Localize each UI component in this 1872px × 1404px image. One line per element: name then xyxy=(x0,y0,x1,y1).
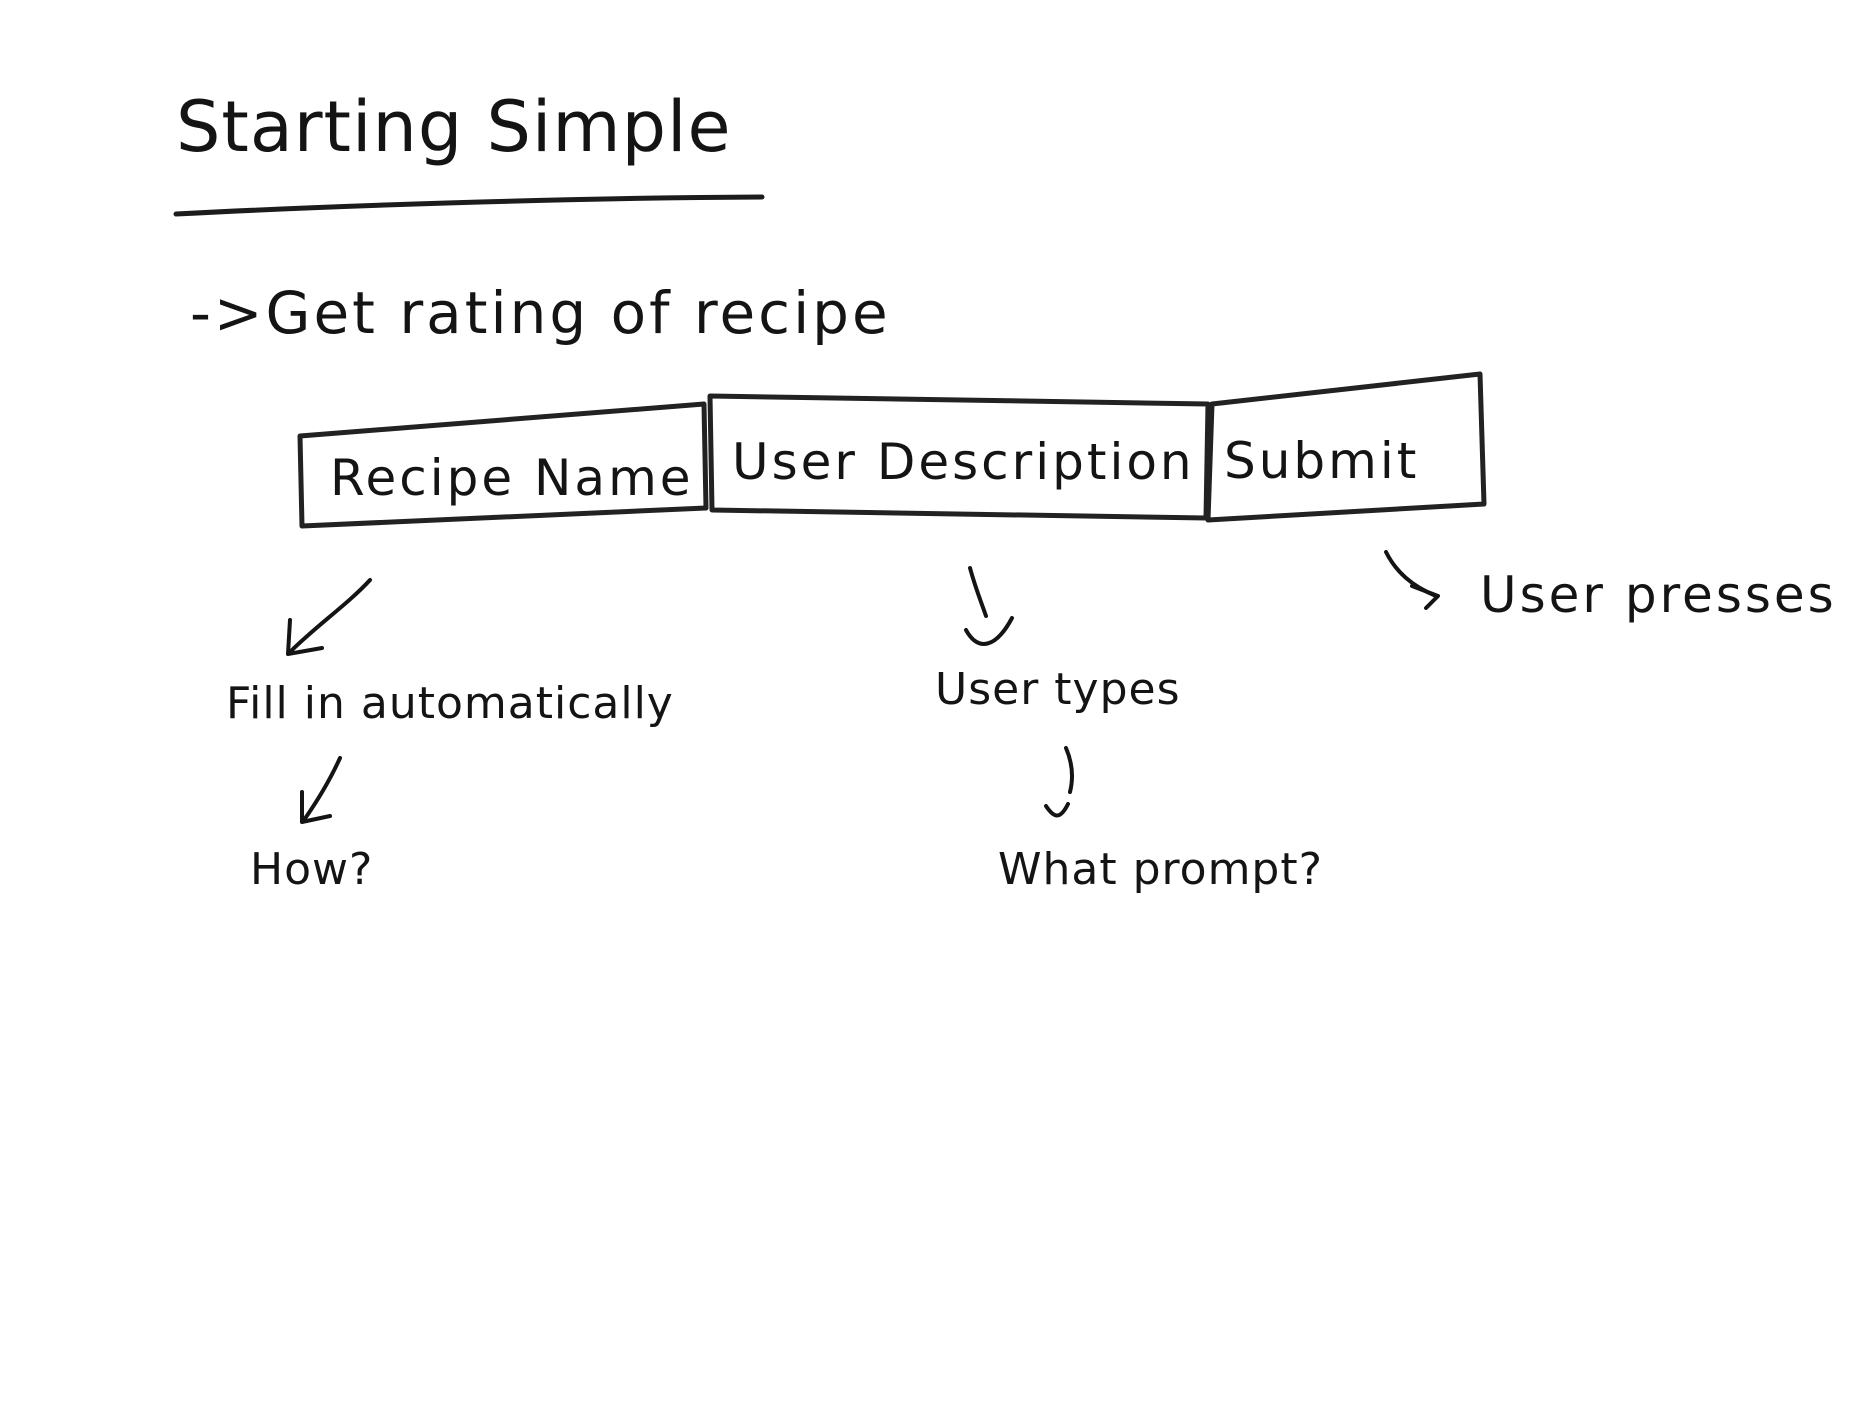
note-what-prompt: What prompt? xyxy=(998,844,1323,895)
arrow-to-what-prompt-head xyxy=(1044,802,1070,818)
submit-box-outline xyxy=(1205,371,1487,523)
note-fill-in-automatically: Fill in automatically xyxy=(226,678,674,729)
arrow-to-fill-in-head xyxy=(286,618,324,656)
note-how: How? xyxy=(250,844,374,895)
submit-box-label: Submit xyxy=(1224,432,1420,490)
arrow-to-user-presses-head xyxy=(1410,584,1440,610)
arrow-to-user-types xyxy=(968,566,988,618)
note-user-types: User types xyxy=(935,664,1181,715)
user-description-box-label: User Description xyxy=(732,433,1195,491)
goal-bullet: ->Get rating of recipe xyxy=(190,279,891,347)
recipe-name-box-outline xyxy=(297,401,709,529)
arrow-to-fill-in xyxy=(288,578,372,654)
arrow-to-how-head xyxy=(300,790,332,824)
arrow-to-user-types-head xyxy=(964,616,1014,646)
sketch-title: Starting Simple xyxy=(176,86,732,168)
arrow-to-how xyxy=(302,756,342,822)
arrow-to-user-presses xyxy=(1384,550,1438,598)
note-user-presses: User presses xyxy=(1480,566,1837,624)
recipe-name-box-label: Recipe Name xyxy=(330,449,694,507)
arrow-to-what-prompt xyxy=(1064,746,1075,794)
title-underline xyxy=(173,194,765,217)
